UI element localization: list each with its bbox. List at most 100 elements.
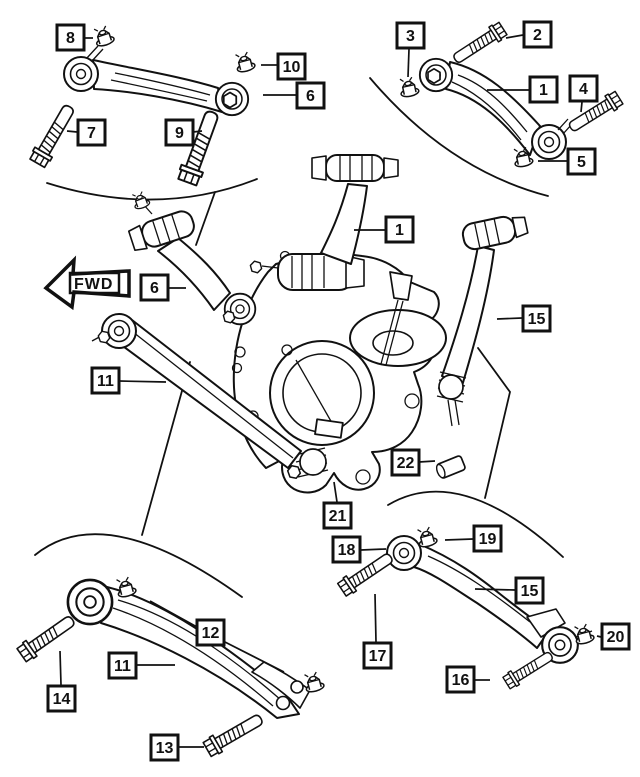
callout-8[interactable]: 8 <box>55 23 93 52</box>
svg-text:15: 15 <box>521 583 539 600</box>
knuckle-front-bushing <box>248 253 365 291</box>
bushing <box>101 313 137 349</box>
shock-rod <box>380 271 413 366</box>
svg-text:19: 19 <box>479 531 497 548</box>
callout-17[interactable]: 17 <box>362 593 393 670</box>
callout-12[interactable]: 12 <box>149 600 285 673</box>
svg-text:3: 3 <box>406 28 415 45</box>
divider-arc-top-right <box>369 77 549 197</box>
nut-19 <box>414 524 439 550</box>
callout-2[interactable]: 2 <box>505 20 553 49</box>
link-body <box>157 237 231 311</box>
link-lower-bushing <box>436 371 467 427</box>
svg-text:13: 13 <box>156 740 174 757</box>
camber-link-middle <box>436 215 529 427</box>
callout-11-bottom[interactable]: 11 <box>107 651 175 680</box>
svg-text:7: 7 <box>87 125 96 142</box>
svg-text:15: 15 <box>528 311 546 328</box>
bolt-16 <box>501 647 557 691</box>
callout-6-mid[interactable]: 6 <box>139 273 186 302</box>
callout-1-mid[interactable]: 1 <box>354 215 415 244</box>
svg-text:1: 1 <box>539 82 548 99</box>
upper-link-top-right <box>397 20 625 169</box>
bolt-13 <box>201 709 267 759</box>
callout-14[interactable]: 14 <box>46 650 77 713</box>
callout-13[interactable]: 13 <box>149 733 204 762</box>
callout-9[interactable]: 9 <box>164 118 203 147</box>
link-top-bushing <box>461 215 529 251</box>
link-body <box>441 245 495 387</box>
callout-6-top[interactable]: 6 <box>263 81 326 110</box>
callout-15-bottom[interactable]: 15 <box>474 576 545 605</box>
upper-link-top-left <box>27 23 257 188</box>
bolt-14 <box>15 611 79 664</box>
bolt-7 <box>27 100 80 170</box>
svg-text:6: 6 <box>150 280 159 297</box>
bolt-head-icon <box>222 91 238 109</box>
callout-22[interactable]: 22 <box>390 448 436 477</box>
bolt-2 <box>449 20 509 68</box>
knuckle-lower-bushing <box>285 447 329 481</box>
callout-11-mid[interactable]: 11 <box>90 366 167 395</box>
callout-1-top[interactable]: 1 <box>487 75 559 104</box>
callout-16[interactable]: 16 <box>445 665 490 694</box>
callout-18[interactable]: 18 <box>331 535 387 564</box>
upper-link-middle-front <box>127 189 257 326</box>
divider-line-bottom-right <box>477 347 511 499</box>
callout-19[interactable]: 19 <box>444 524 503 553</box>
link-body <box>413 543 550 649</box>
knuckle-assembly <box>231 250 447 494</box>
svg-text:4: 4 <box>579 81 588 98</box>
knuckle-window <box>314 418 344 439</box>
bushing <box>63 56 99 92</box>
svg-text:11: 11 <box>114 658 131 675</box>
nut-icon <box>130 189 152 211</box>
nut-8 <box>91 23 116 49</box>
nut-10 <box>232 49 257 75</box>
toe-link-bottom-right <box>336 524 596 691</box>
nut-3 <box>397 75 421 99</box>
callout-4[interactable]: 4 <box>568 74 599 113</box>
bushing <box>531 124 567 160</box>
fwd-label-box <box>68 271 121 295</box>
svg-text:12: 12 <box>202 625 220 642</box>
svg-text:20: 20 <box>607 629 625 646</box>
link-body <box>320 183 368 265</box>
link-end-clevis <box>526 608 566 638</box>
sleeve-22 <box>435 455 466 479</box>
lower-link-middle <box>91 313 302 469</box>
svg-text:22: 22 <box>397 455 415 472</box>
svg-text:10: 10 <box>283 59 301 76</box>
link-top-bushing <box>127 210 195 252</box>
svg-text:14: 14 <box>53 691 71 708</box>
control-arm <box>92 59 223 113</box>
svg-text:9: 9 <box>175 125 184 142</box>
link-top-bushing <box>311 154 399 182</box>
fwd-label: FWD <box>74 276 113 293</box>
bushing <box>386 535 422 571</box>
svg-text:21: 21 <box>329 508 347 525</box>
callout-21[interactable]: 21 <box>322 481 353 530</box>
divider-line-top-left <box>195 191 216 246</box>
callout-7[interactable]: 7 <box>66 118 107 147</box>
svg-text:6: 6 <box>306 88 315 105</box>
callout-3[interactable]: 3 <box>395 21 426 78</box>
callout-20[interactable]: 20 <box>596 622 631 651</box>
callout-15-mid[interactable]: 15 <box>496 304 552 333</box>
spring-link-bottom-left <box>15 574 326 759</box>
callouts: 8 10 6 7 9 3 2 1 4 5 1 6 11 15 22 21 18 … <box>46 20 631 762</box>
svg-text:11: 11 <box>97 373 114 390</box>
nut-icon <box>248 259 264 275</box>
callout-10[interactable]: 10 <box>261 52 307 81</box>
svg-text:17: 17 <box>369 648 387 665</box>
callout-5[interactable]: 5 <box>538 147 597 176</box>
nut-20 <box>571 621 596 647</box>
svg-text:8: 8 <box>66 30 75 47</box>
bolt-head-icon <box>427 67 441 85</box>
svg-text:1: 1 <box>395 222 404 239</box>
svg-text:5: 5 <box>577 154 586 171</box>
svg-text:16: 16 <box>452 672 470 689</box>
upper-link-middle <box>311 154 399 265</box>
